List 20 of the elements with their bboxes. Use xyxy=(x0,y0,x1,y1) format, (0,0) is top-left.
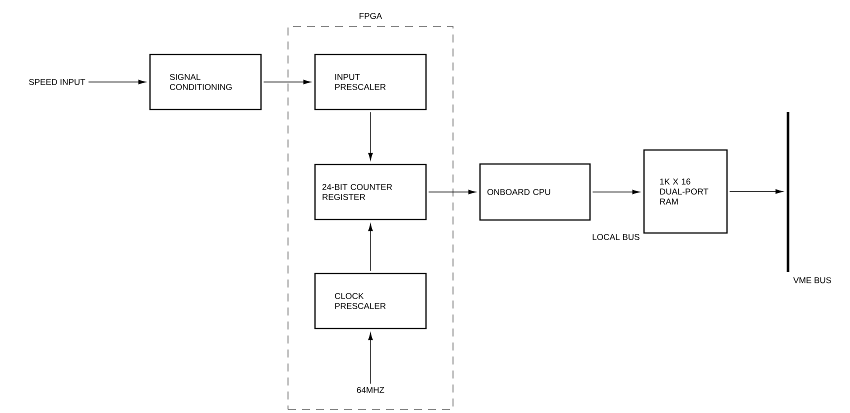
block-box: INPUT PRESCALER xyxy=(314,54,427,110)
node-label: FPGA xyxy=(360,12,382,19)
bus-bar: VME BUS xyxy=(786,112,832,284)
signal-label: 64MHZ xyxy=(357,387,384,393)
arrow xyxy=(368,332,373,384)
block-box: CLOCK PRESCALER xyxy=(314,272,427,330)
block-box: 24-BIT COUNTER REGISTER xyxy=(314,164,427,220)
arrow xyxy=(88,80,146,84)
arrow xyxy=(263,80,311,84)
block-box: SIGNAL CONDITIONING xyxy=(149,54,262,110)
arrow xyxy=(368,224,373,272)
arrow xyxy=(428,190,476,194)
arrow xyxy=(729,189,783,194)
signal-label: SPEED INPUT xyxy=(29,79,86,85)
arrow xyxy=(368,112,373,160)
node-label: VME BUS xyxy=(793,277,832,284)
arrow xyxy=(592,190,640,194)
block-box: ONBOARD CPU xyxy=(479,163,591,221)
bus-label: LOCAL BUS xyxy=(592,234,640,240)
block-box: 1K X 16 DUAL-PORT RAM xyxy=(643,149,728,234)
